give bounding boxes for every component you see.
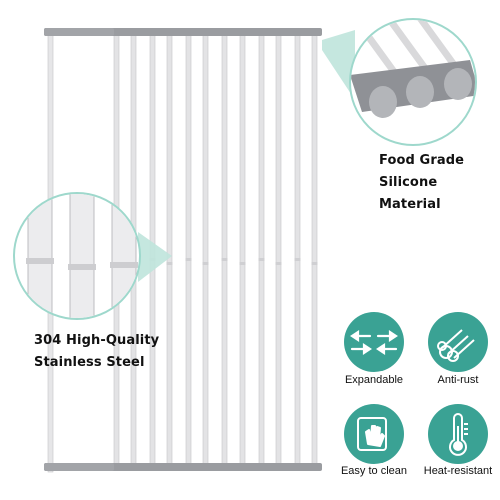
feature-label-expandable: Expandable xyxy=(344,374,404,386)
steel-zoom-circle xyxy=(13,192,141,320)
steel-rod xyxy=(275,33,282,467)
rod-joint xyxy=(294,258,301,261)
rod-joint xyxy=(275,262,282,265)
expand-arrows-icon xyxy=(350,329,398,356)
steel-rod xyxy=(311,33,318,467)
steel-rod xyxy=(166,33,173,467)
pipes-icon xyxy=(437,329,475,362)
rod-joint xyxy=(221,258,228,261)
feature-label-heat-resistant: Heat-resistant xyxy=(423,465,493,477)
rod-joint xyxy=(239,262,246,265)
steel-rod xyxy=(202,33,209,467)
rod-joint xyxy=(166,262,173,265)
rod-joint xyxy=(311,262,318,265)
hand-wipe-icon xyxy=(357,417,387,451)
steel-rod xyxy=(221,33,228,467)
steel-callout: 304 High-Quality Stainless Steel xyxy=(34,330,159,374)
silicone-zoom-circle xyxy=(349,18,477,146)
steel-rod xyxy=(294,33,301,467)
steel-line2: Stainless Steel xyxy=(34,355,145,370)
feature-badge-heat-resistant xyxy=(428,404,488,464)
steel-line1: 304 High-Quality xyxy=(34,333,160,348)
rod-joint xyxy=(185,258,192,261)
feature-label-easy-clean: Easy to clean xyxy=(340,465,408,477)
feature-badge-expandable xyxy=(344,312,404,372)
thermometer-icon xyxy=(449,413,468,456)
silicone-line1: Food Grade xyxy=(379,153,465,168)
feature-badge-easy-clean xyxy=(344,404,404,464)
feature-badge-anti-rust xyxy=(428,312,488,372)
steel-rod xyxy=(258,33,265,467)
steel-rod xyxy=(185,33,192,467)
feature-label-anti-rust: Anti-rust xyxy=(437,374,479,386)
rod-joint xyxy=(202,262,209,265)
silicone-callout: Food Grade Silicone Material xyxy=(379,150,500,216)
silicone-line2: Silicone Material xyxy=(379,175,441,212)
steel-rod xyxy=(239,33,246,467)
rod-joint xyxy=(258,258,265,261)
